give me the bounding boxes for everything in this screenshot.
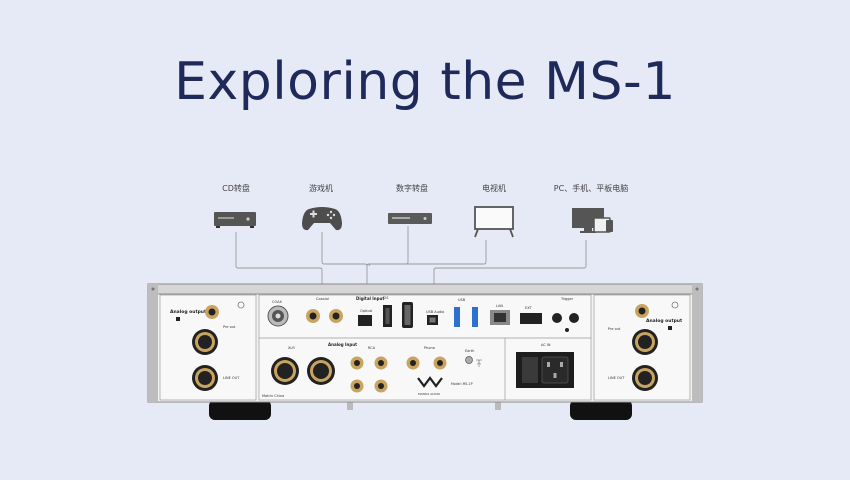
source-label-cd: CD转盘 [222, 184, 250, 193]
game-controller-icon [302, 207, 342, 231]
usb-audio-label: USB Audio [426, 310, 444, 314]
usb-label: USB [458, 298, 466, 302]
xlr-label: XLR [288, 346, 295, 350]
preout-label-left: Pre out [223, 325, 236, 329]
cd-transport-icon [214, 212, 256, 228]
ext-label: EXT [525, 306, 533, 310]
connection-lines [235, 226, 587, 300]
analog-output-label-right: Analog output [646, 318, 683, 324]
tv-icon [474, 206, 514, 238]
analog-output-label-left: Analog output [170, 309, 207, 315]
digital-transport-icon [388, 213, 432, 224]
computer-devices-icon [572, 208, 613, 233]
lan-label: LAN [496, 304, 503, 308]
i2s-label: I2S [383, 296, 389, 300]
source-label-tv: 电视机 [482, 184, 506, 193]
brand-logo-icon [417, 376, 443, 388]
analog-input-row: Analog Input XLR Matrix China RCA Phono … [262, 342, 482, 398]
optical-label: Optical [360, 309, 372, 313]
analog-input-label: Analog Input [328, 342, 357, 347]
model-label: Model: MS-1P [451, 382, 473, 386]
digital-input-row: COAX Coaxial Digital Input Optical I2S U… [267, 296, 579, 332]
right-analog-output-module: Analog output Pre out LINE OUT [608, 301, 683, 391]
brand-label: MATRIX AUDIO [418, 392, 441, 396]
phono-label: Phono [424, 346, 435, 350]
earth-label: Earth [465, 349, 474, 353]
source-label-game: 游戏机 [309, 184, 333, 193]
made-in-label: Matrix China [262, 394, 284, 398]
coax-label: COAX [272, 300, 283, 304]
rca-label: RCA [368, 346, 376, 350]
coaxial-label: Coaxial [316, 297, 329, 301]
source-label-pc: PC、手机、平板电脑 [553, 184, 629, 193]
ac-in-label: AC IN [541, 343, 551, 347]
digital-input-label: Digital Input [356, 296, 384, 301]
lineout-label-left: LINE OUT [223, 376, 240, 380]
device-feet [209, 400, 632, 420]
lineout-label-right: LINE OUT [608, 376, 625, 380]
preout-label-right: Pre out [608, 327, 621, 331]
ac-inlet: AC IN [516, 343, 574, 388]
source-label-digital: 数字转盘 [396, 184, 428, 193]
left-analog-output-module: Analog output Pre out LINE OUT [170, 301, 245, 391]
trigger-label: Trigger [560, 297, 574, 301]
page-title: Exploring the MS-1 [174, 52, 676, 112]
